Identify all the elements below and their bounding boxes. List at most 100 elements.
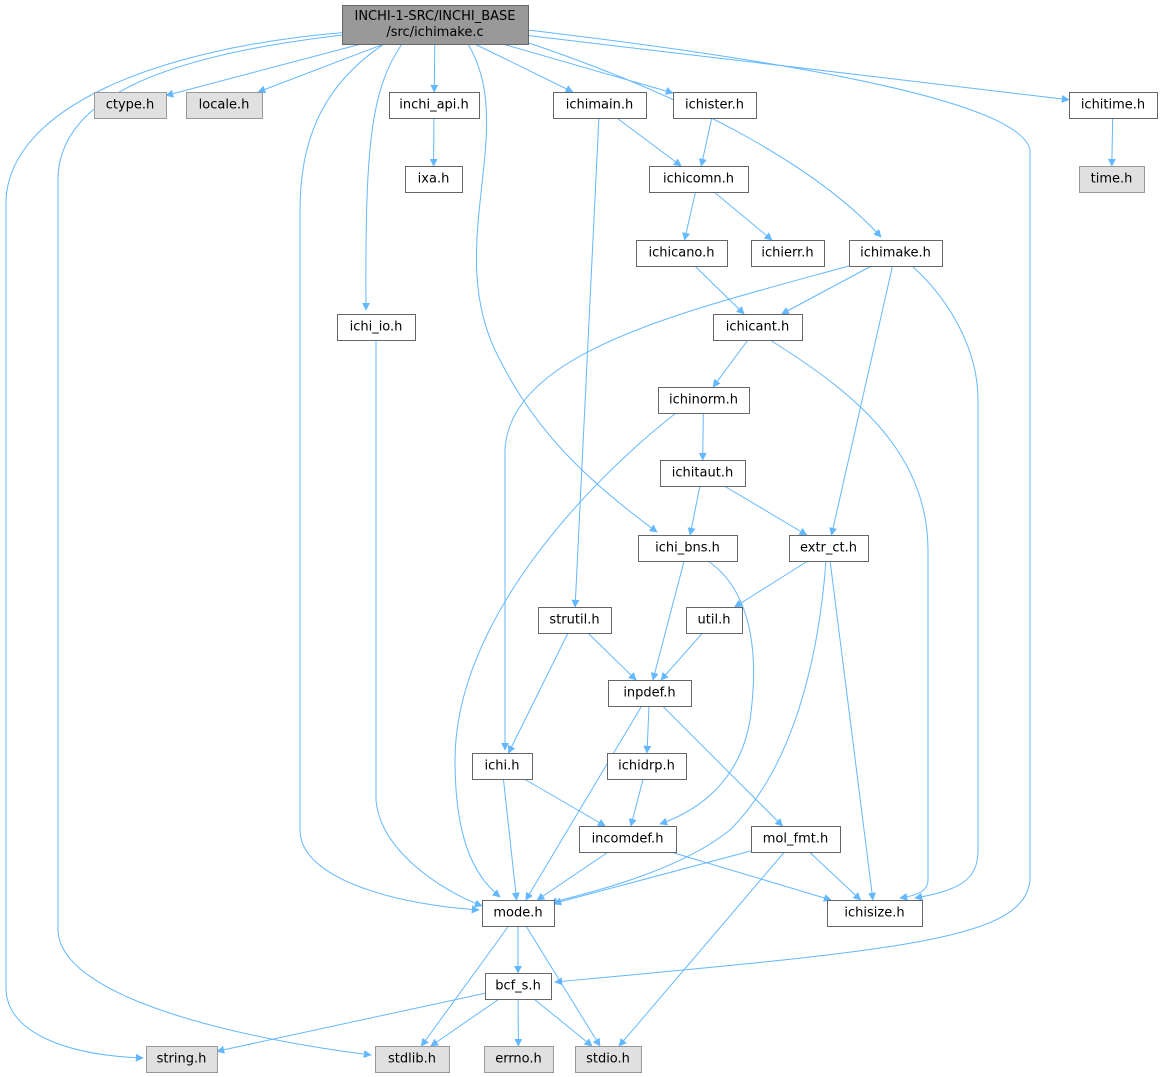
node-ctype: ctype.h (94, 92, 167, 119)
edge-strutil-to-inpdef (587, 632, 637, 681)
node-layer: INCHI-1-SRC/INCHI_BASE/src/ichimake.ccty… (94, 5, 1158, 1073)
edge-ichimain-to-ichicomn (616, 117, 682, 167)
edge-ichimake-to-ichisize (911, 265, 979, 901)
edge-root-to-bcf_s (527, 29, 1031, 986)
node-ichierr[interactable]: ichierr.h (751, 240, 825, 267)
edge-extr_ct-to-ichisize (829, 560, 876, 901)
node-box (607, 753, 687, 780)
node-box (849, 240, 943, 267)
edge-ichicomn-to-ichierr (713, 191, 773, 241)
node-ichicomn[interactable]: ichicomn.h (649, 166, 749, 193)
node-box (579, 826, 677, 853)
node-box (751, 826, 841, 853)
edge-root-to-ctype (165, 43, 362, 98)
node-box (553, 92, 647, 119)
node-box (686, 607, 743, 634)
edge-root-to-stdlib (57, 33, 372, 1059)
node-ichimake[interactable]: ichimake.h (849, 240, 943, 267)
node-label: ichi_io.h (350, 320, 403, 335)
node-box (337, 314, 416, 341)
node-box (789, 535, 869, 562)
node-ichister[interactable]: ichister.h (673, 92, 757, 119)
node-time: time.h (1079, 166, 1145, 193)
edge-ichinorm-to-ichitaut (698, 412, 707, 461)
node-util[interactable]: util.h (686, 607, 743, 634)
edge-ichi_bns-to-inpdef (650, 560, 685, 681)
node-box (405, 166, 463, 193)
edge-root-to-ichi_bns (467, 43, 658, 533)
edge-extr_ct-to-mode (549, 560, 827, 906)
edge-root-to-inchi_api (430, 43, 439, 93)
edge-bcf_s-to-string (216, 992, 486, 1054)
node-bcf-s[interactable]: bcf_s.h (485, 973, 552, 1000)
node-ichicano[interactable]: ichicano.h (636, 240, 728, 267)
edge-inpdef-to-ichidrp (643, 705, 652, 754)
edge-root-to-ichimake (519, 39, 882, 238)
node-ichitaut[interactable]: ichitaut.h (660, 460, 746, 487)
node-label: ichi.h (485, 759, 520, 774)
node-label: strutil.h (549, 613, 599, 628)
node-label: string.h (157, 1052, 207, 1067)
node-label: ichister.h (685, 98, 744, 113)
node-ixa[interactable]: ixa.h (405, 166, 463, 193)
node-box (638, 535, 738, 562)
node-ichinorm[interactable]: ichinorm.h (658, 387, 750, 414)
node-label: INCHI-1-SRC/INCHI_BASE (354, 9, 515, 24)
node-root[interactable]: INCHI-1-SRC/INCHI_BASE/src/ichimake.c (342, 5, 529, 45)
node-ichimain[interactable]: ichimain.h (553, 92, 647, 119)
edge-ichitime-to-time (1107, 117, 1116, 167)
edge-ichimake-to-extr_ct (829, 265, 893, 536)
node-incomdef[interactable]: incomdef.h (579, 826, 677, 853)
node-box (660, 460, 746, 487)
node-label: ichicomn.h (663, 172, 734, 187)
edge-strutil-to-ichi (508, 632, 569, 754)
node-label: ichicano.h (648, 246, 714, 261)
node-label: ichitaut.h (672, 466, 733, 481)
node-strutil[interactable]: strutil.h (538, 607, 612, 634)
node-string: string.h (146, 1046, 218, 1073)
edge-ichidrp-to-incomdef (628, 778, 644, 827)
node-box (827, 900, 923, 927)
edge-ichitaut-to-extr_ct (724, 485, 808, 536)
edge-mol_fmt-to-ichisize (809, 851, 862, 901)
node-ichisize[interactable]: ichisize.h (827, 900, 923, 927)
node-ichidrp[interactable]: ichidrp.h (607, 753, 687, 780)
edge-ichi_bns-to-incomdef (659, 560, 755, 826)
node-ichi-bns[interactable]: ichi_bns.h (638, 535, 738, 562)
edge-ichitaut-to-ichi_bns (687, 485, 701, 536)
node-label: ctype.h (106, 98, 155, 113)
node-mol-fmt[interactable]: mol_fmt.h (751, 826, 841, 853)
node-ichicant[interactable]: ichicant.h (713, 314, 803, 341)
edge-ichimake-to-ichicant (780, 265, 872, 315)
node-box (186, 92, 263, 119)
node-label: ichimain.h (566, 98, 633, 113)
node-box (484, 1046, 554, 1073)
node-inpdef[interactable]: inpdef.h (608, 680, 692, 707)
edge-mol_fmt-to-mode (553, 850, 752, 906)
edge-mode-to-stdio (525, 925, 601, 1047)
node-mode[interactable]: mode.h (482, 900, 555, 927)
node-ichitime[interactable]: ichitime.h (1069, 92, 1158, 119)
edge-incomdef-to-ichisize (670, 851, 832, 902)
node-box (342, 5, 529, 45)
node-label: /src/ichimake.c (386, 25, 483, 40)
node-box (649, 166, 749, 193)
node-label: ichitime.h (1081, 98, 1145, 113)
node-errno: errno.h (484, 1046, 554, 1073)
node-ichi[interactable]: ichi.h (472, 753, 533, 780)
node-ichi-io[interactable]: ichi_io.h (337, 314, 416, 341)
node-box (636, 240, 728, 267)
edge-inpdef-to-mol_fmt (662, 705, 784, 827)
edge-layer (5, 29, 1116, 1062)
edge-inpdef-to-mode (525, 705, 643, 901)
node-label: mode.h (493, 906, 542, 921)
node-box (658, 387, 750, 414)
node-label: incomdef.h (592, 832, 664, 847)
node-box (94, 92, 167, 119)
node-inchi-api[interactable]: inchi_api.h (389, 92, 480, 119)
edge-ichicant-to-ichinorm (712, 339, 749, 388)
node-extr-ct[interactable]: extr_ct.h (789, 535, 869, 562)
node-box (375, 1046, 450, 1073)
node-box (482, 900, 555, 927)
edge-root-to-locale (257, 43, 385, 94)
